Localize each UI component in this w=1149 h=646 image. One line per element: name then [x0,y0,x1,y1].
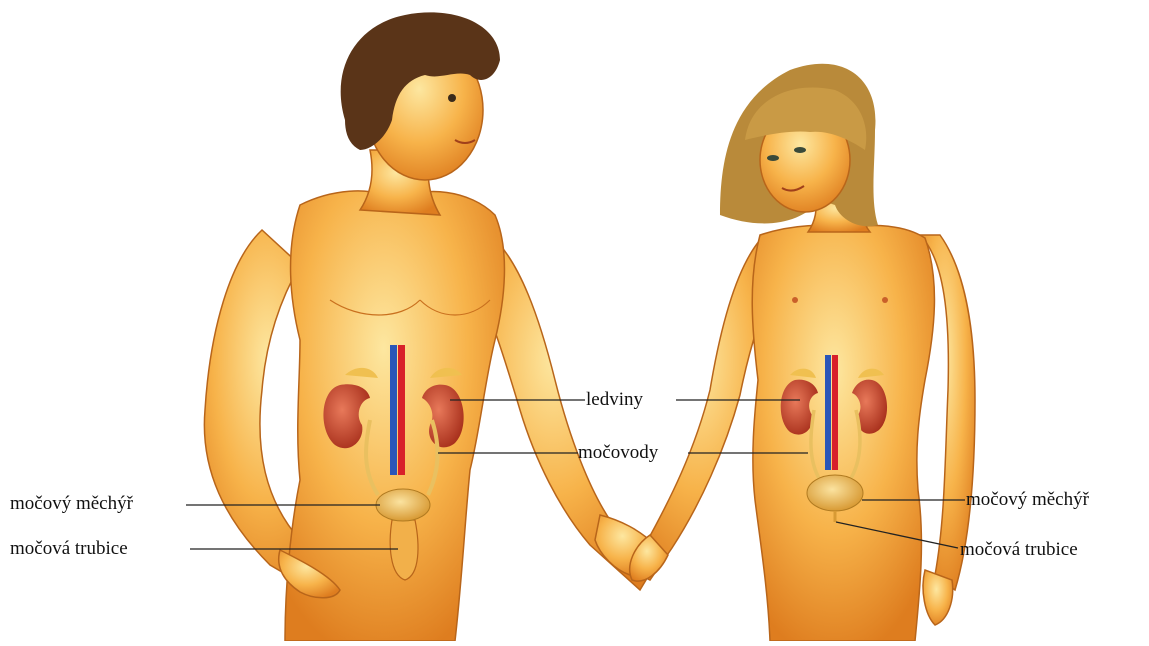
boy-eye [448,94,456,102]
label-urethra-left: močová trubice [10,539,128,558]
label-urethra-right: močová trubice [960,540,1078,559]
girl-vena-cava [825,355,831,470]
label-kidneys: ledviny [586,390,643,409]
girl-figure [630,64,975,641]
boy-aorta [398,345,405,475]
girl-eye [794,147,806,153]
label-bladder-left: močový měchýř [10,494,133,513]
girl-body [752,225,934,641]
girl-nipple [792,297,798,303]
girl-left-hand [923,570,953,625]
girl-bladder [807,475,863,511]
label-ureters: močovody [578,443,658,462]
boy-bladder [376,489,430,521]
label-bladder-right: močový měchýř [966,490,1089,509]
boy-vena-cava [390,345,397,475]
boy-figure [204,12,656,641]
girl-nipple [882,297,888,303]
girl-eye [767,155,779,161]
girl-aorta [832,355,838,470]
